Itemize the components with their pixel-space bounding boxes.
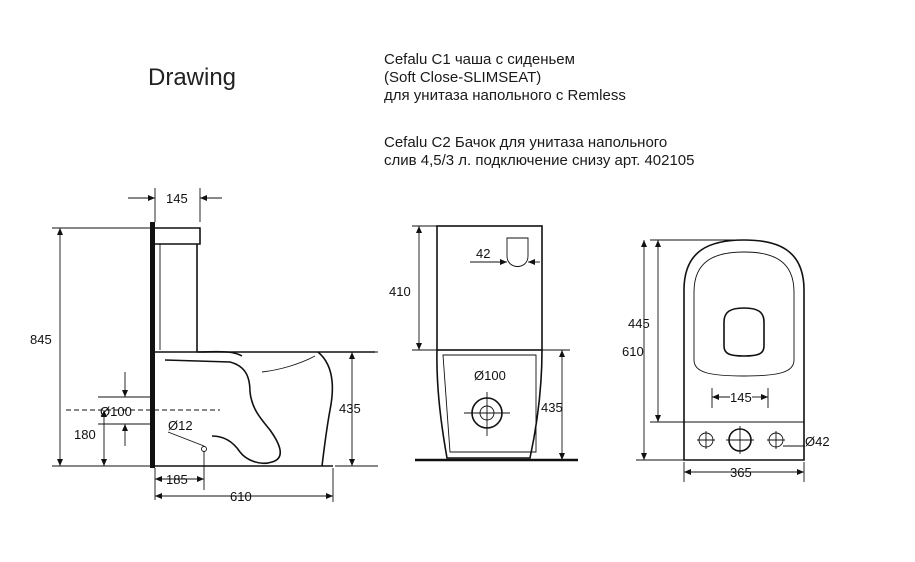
tank-specification: Cefalu C2 Бачок для унитаза напольного с… bbox=[384, 134, 695, 170]
front-dim-42-label: 42 bbox=[476, 246, 490, 261]
side-view: 145 845 Ø100 180 Ø12 bbox=[30, 188, 378, 504]
top-dim-610 bbox=[636, 240, 684, 461]
top-dim-445 bbox=[650, 239, 744, 423]
front-dim-410 bbox=[412, 225, 437, 351]
side-dim-outlet bbox=[98, 372, 150, 446]
bowl-specification: Cefalu C1 чаша с сиденьем (Soft Close-SL… bbox=[384, 51, 626, 105]
front-bowl-outline bbox=[436, 349, 543, 459]
front-dim-410-label: 410 bbox=[389, 284, 411, 299]
side-dim-outlet-label: Ø100 bbox=[100, 404, 132, 419]
top-bolt-hole-right bbox=[767, 431, 785, 449]
side-dim-145-label: 145 bbox=[166, 191, 188, 206]
side-dim-180 bbox=[101, 410, 107, 466]
side-dim-145 bbox=[128, 188, 222, 222]
side-tank-outline bbox=[155, 227, 201, 352]
top-bowl-drain bbox=[723, 307, 765, 357]
front-dim-outlet-label: Ø100 bbox=[474, 368, 506, 383]
front-dim-435 bbox=[542, 349, 570, 460]
top-dim-365-label: 365 bbox=[730, 465, 752, 480]
side-dim-435-label: 435 bbox=[339, 401, 361, 416]
top-dim-365 bbox=[683, 462, 805, 482]
top-dim-145-label: 145 bbox=[730, 390, 752, 405]
top-bolt-hole-left bbox=[697, 431, 715, 449]
side-dim-inlet-leader bbox=[167, 431, 205, 447]
front-flush-button bbox=[506, 237, 529, 267]
spec1-line1: Cefalu C1 чаша с сиденьем bbox=[384, 51, 575, 68]
side-dim-185-label: 185 bbox=[166, 472, 188, 487]
side-dim-180-label: 180 bbox=[74, 427, 96, 442]
spec1-line3: для унитаза напольного с Remless bbox=[384, 87, 626, 104]
top-bowl-outline bbox=[683, 239, 805, 461]
spec2-line2: слив 4,5/3 л. подключение снизу арт. 402… bbox=[384, 152, 695, 169]
side-water-inlet-marker bbox=[201, 446, 207, 452]
side-wall bbox=[150, 222, 155, 468]
side-dim-inlet-label: Ø12 bbox=[168, 418, 193, 433]
top-view: 445 610 145 Ø42 365 bbox=[622, 239, 830, 482]
top-dim-145 bbox=[711, 388, 769, 408]
front-dim-42 bbox=[470, 259, 540, 265]
side-dim-185 bbox=[154, 452, 205, 500]
top-dim-hole-label: Ø42 bbox=[805, 434, 830, 449]
side-dim-610-label: 610 bbox=[230, 489, 252, 504]
top-dim-610-label: 610 bbox=[622, 344, 644, 359]
top-bowl-rim bbox=[693, 251, 795, 377]
spec1-line2: (Soft Close-SLIMSEAT) bbox=[384, 69, 542, 86]
side-dim-610 bbox=[155, 468, 334, 502]
drawing-heading: Drawing bbox=[148, 64, 237, 91]
top-dim-445-label: 445 bbox=[628, 316, 650, 331]
front-outlet-circle bbox=[464, 392, 510, 436]
front-dim-435-label: 435 bbox=[541, 400, 563, 415]
front-view: 42 410 Ø100 435 bbox=[389, 225, 578, 462]
top-water-hole-center bbox=[726, 426, 754, 454]
side-dim-845-label: 845 bbox=[30, 332, 52, 347]
front-tank-outline bbox=[436, 225, 543, 351]
side-bowl-outline bbox=[155, 350, 375, 467]
side-dim-435 bbox=[335, 351, 378, 467]
spec2-line1: Cefalu C2 Бачок для унитаза напольного bbox=[384, 134, 668, 151]
front-bowl-inner bbox=[442, 354, 537, 453]
side-dim-845 bbox=[52, 227, 150, 467]
